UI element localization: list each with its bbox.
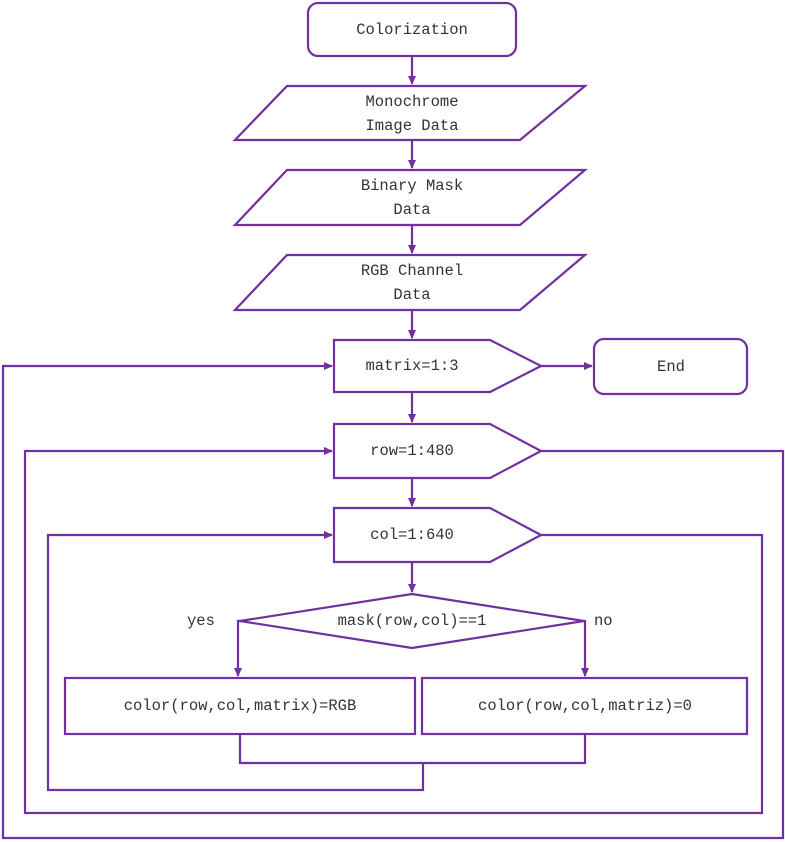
monochrome-label-line1: Monochrome bbox=[365, 93, 458, 111]
row-loop-node: row=1:480 bbox=[332, 422, 544, 480]
rgb-channel-label-line2: Data bbox=[393, 286, 430, 304]
rgb-channel-input-node: RGB Channel Data bbox=[232, 253, 589, 312]
start-node: Colorization bbox=[306, 1, 518, 58]
binary-mask-label-line1: Binary Mask bbox=[361, 177, 463, 195]
matrix-loop-label: matrix=1:3 bbox=[365, 357, 458, 375]
no-branch-label: no bbox=[594, 612, 613, 630]
binary-mask-input-node: Binary Mask Data bbox=[232, 168, 589, 227]
start-label: Colorization bbox=[356, 21, 468, 39]
mask-decision-node: mask(row,col)==1 bbox=[239, 592, 585, 650]
edge-col-exit-to-row bbox=[23, 447, 764, 815]
yes-branch-label: yes bbox=[187, 612, 215, 630]
end-node: End bbox=[592, 337, 749, 396]
assign-zero-label: color(row,col,matriz)=0 bbox=[478, 697, 692, 715]
row-loop-label: row=1:480 bbox=[370, 442, 454, 460]
assign-rgb-node: color(row,col,matrix)=RGB bbox=[63, 676, 417, 736]
matrix-loop-node: matrix=1:3 bbox=[332, 338, 544, 394]
end-label: End bbox=[657, 358, 685, 376]
binary-mask-label-line2: Data bbox=[393, 201, 430, 219]
col-loop-node: col=1:640 bbox=[332, 506, 544, 564]
edge-decision-no bbox=[581, 619, 589, 677]
rgb-channel-label-line1: RGB Channel bbox=[361, 262, 463, 280]
monochrome-input-node: Monochrome Image Data bbox=[232, 84, 589, 142]
assign-rgb-label: color(row,col,matrix)=RGB bbox=[124, 697, 357, 715]
edge-row-exit-to-matrix bbox=[1, 362, 785, 840]
edge-loopback-col bbox=[46, 531, 425, 792]
col-loop-label: col=1:640 bbox=[370, 526, 454, 544]
edge-decision-yes bbox=[234, 619, 242, 677]
monochrome-label-line2: Image Data bbox=[365, 117, 458, 135]
assign-zero-node: color(row,col,matriz)=0 bbox=[420, 676, 749, 736]
edge-branch-merge bbox=[238, 734, 587, 765]
decision-label: mask(row,col)==1 bbox=[338, 612, 487, 630]
